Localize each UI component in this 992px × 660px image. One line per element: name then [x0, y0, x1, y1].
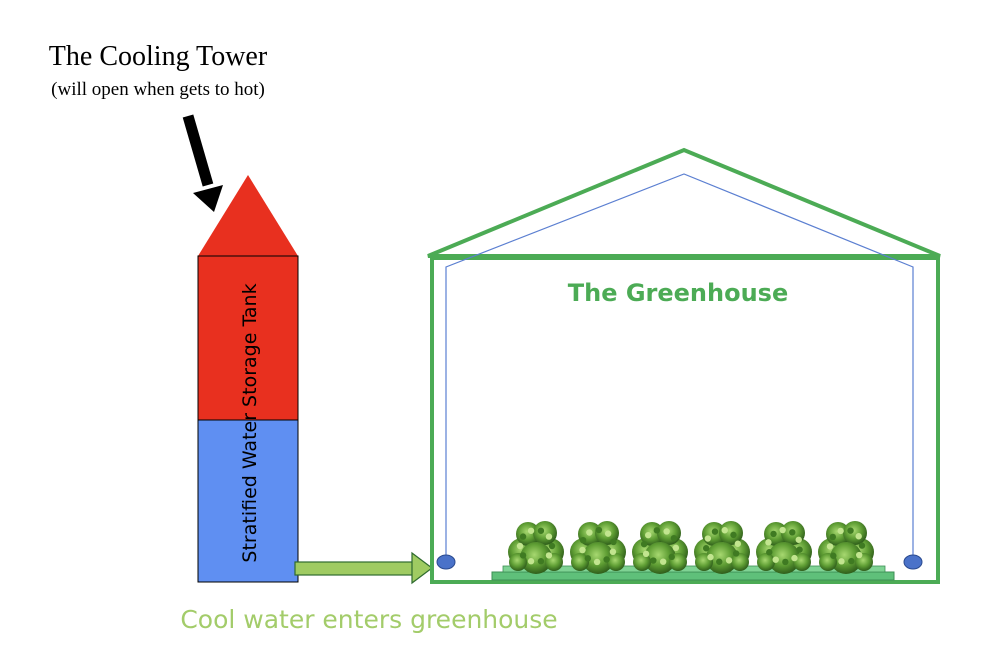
plant-shrub: [632, 521, 688, 574]
flow-caption: Cool water enters greenhouse: [180, 605, 557, 634]
cooling-tower-subtitle: (will open when gets to hot): [51, 79, 265, 100]
heating-pipe-loop: [445, 173, 914, 556]
greenhouse-roof: [427, 147, 941, 258]
cooling-tower-pointer-arrow: [182, 114, 223, 212]
plant-shrub: [570, 521, 626, 574]
greenhouse-walls: [430, 256, 940, 584]
cool-water-flow-arrow: [294, 551, 433, 585]
plant-shrub: [818, 521, 874, 574]
plant-bench: [491, 571, 895, 581]
plant-shrub: [756, 521, 812, 574]
pipe-outlet: [903, 554, 923, 570]
plant-row: [508, 521, 874, 574]
cooling-tower-title: The Cooling Tower: [49, 41, 268, 72]
tank-hot-layer: [197, 255, 299, 421]
greenhouse: The Greenhouse: [427, 147, 941, 584]
tank-label: Stratified Water Storage Tank: [239, 283, 261, 562]
tank-cold-layer: [197, 419, 299, 583]
cooling-tower-roof: [198, 175, 298, 256]
plant-shrub: [508, 521, 564, 574]
plant-bench-top: [502, 565, 886, 573]
greenhouse-label: The Greenhouse: [568, 279, 789, 307]
storage-tank: Stratified Water Storage Tank: [197, 255, 299, 583]
plant-shrub: [694, 521, 750, 574]
pipe-inlet: [436, 554, 456, 570]
